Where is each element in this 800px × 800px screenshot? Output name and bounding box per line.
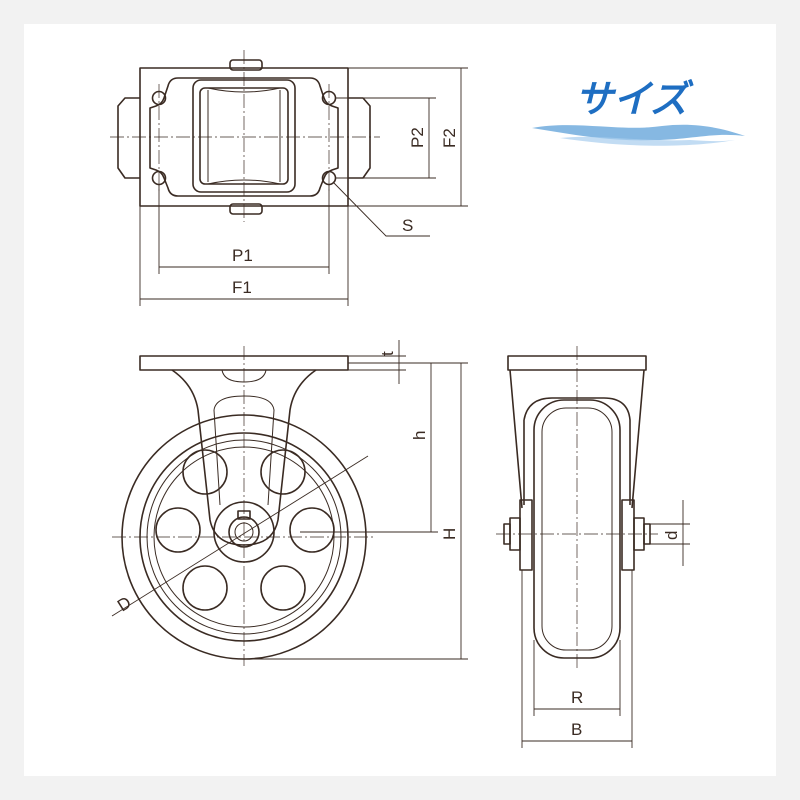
f1-label: F1 <box>232 278 252 297</box>
side-view-fork <box>509 369 645 509</box>
f2-label: F2 <box>440 128 459 148</box>
top-view-upper-bump <box>229 59 263 71</box>
top-view-wheel-bottom-arc <box>207 179 281 185</box>
title-wave-light <box>560 136 735 146</box>
top-view-right-tab <box>348 97 371 179</box>
d-label: d <box>662 531 681 540</box>
p1-label: P1 <box>232 246 253 265</box>
title-wave <box>532 124 745 141</box>
drawing-panel: サイズ <box>24 24 776 776</box>
side-view-fork-inner <box>523 397 631 505</box>
top-view-dimensions: P1 F1 P2 F2 S <box>139 67 468 306</box>
title-block: サイズ <box>532 78 745 146</box>
top-view-left-tab <box>117 97 140 179</box>
front-view <box>112 346 376 666</box>
H-label: H <box>440 528 459 540</box>
s-label: S <box>402 216 413 235</box>
D-dimension-line <box>111 455 369 617</box>
p2-label: P2 <box>408 127 427 148</box>
side-view-axle-boss-left <box>519 499 533 571</box>
top-view-wheel-top-arc <box>207 87 281 93</box>
caster-dimension-drawing: サイズ <box>110 50 745 748</box>
s-leader-line <box>332 181 430 237</box>
top-view-lower-bump <box>229 203 263 215</box>
top-view <box>110 50 380 222</box>
side-view <box>496 346 658 670</box>
front-view-dimensions: t h H D <box>111 340 468 660</box>
t-label: t <box>378 351 397 356</box>
D-label: D <box>114 593 134 616</box>
side-view-dimensions: d R B <box>521 500 690 748</box>
B-label: B <box>571 720 582 739</box>
side-view-axle-boss-right <box>621 499 635 571</box>
top-view-inner-contour <box>149 77 339 197</box>
title-text: サイズ <box>575 78 694 121</box>
wheel-spoke-holes <box>155 449 335 611</box>
R-label: R <box>571 688 583 707</box>
h-label: h <box>410 431 429 440</box>
